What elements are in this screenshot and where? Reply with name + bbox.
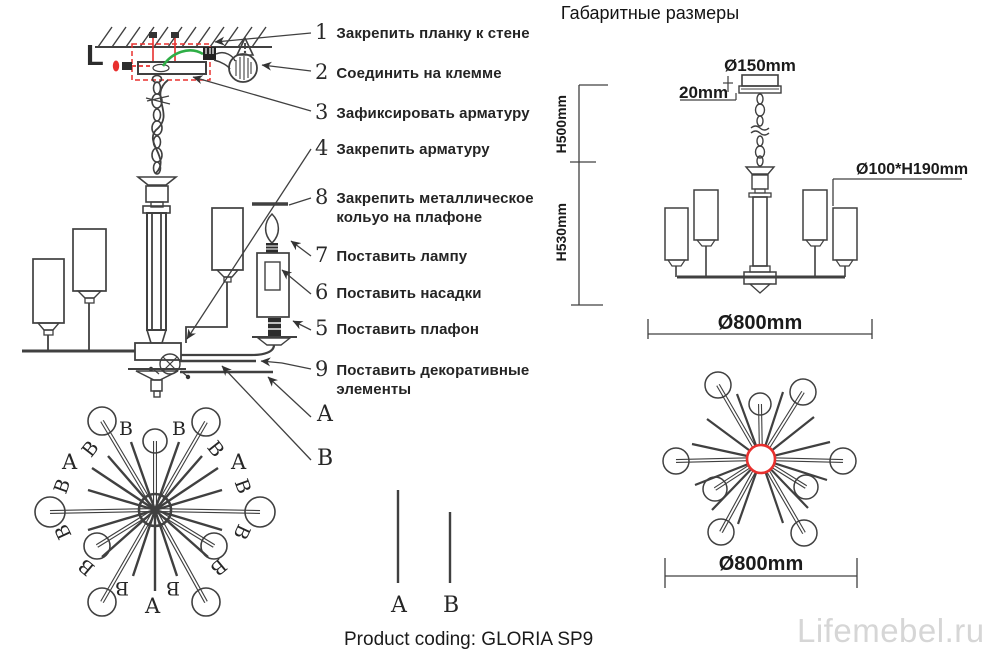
step-8: 8 Закрепить металлическое кольуо на плаф… [315, 187, 554, 228]
dim-fixture-height: H530mm [553, 203, 569, 262]
wiring [161, 36, 258, 83]
dimension-drawing [570, 74, 962, 339]
rod-label: B [115, 577, 129, 599]
step-number: 1 [315, 20, 329, 44]
arm-small [677, 271, 845, 294]
product-coding: Product coding: GLORIA SP9 [344, 629, 594, 650]
step-number: 7 [315, 243, 329, 267]
dim-shade-size: Ø100*H190mm [856, 161, 969, 178]
step-text: Соединить на клемме [336, 65, 502, 82]
topview-dim-line [664, 558, 858, 588]
rod-label: B [172, 418, 186, 440]
step-7: 7 Поставить лампу [315, 245, 467, 267]
topview-labeled [34, 406, 276, 617]
dimension-lines [570, 84, 962, 339]
sleeve [264, 261, 281, 291]
wire-terminal-label: L [86, 40, 104, 72]
chain-small [750, 93, 770, 167]
terminal-block-icon [228, 53, 258, 83]
hub-topview [137, 492, 173, 528]
step-text: Поставить насадки [336, 285, 482, 302]
rod-key-b: B [317, 446, 334, 471]
step-text: Поставить декоративные элементы [336, 362, 530, 398]
step-text: Поставить лампу [336, 248, 468, 265]
step-number: 6 [315, 280, 329, 304]
center-column [135, 176, 179, 344]
warning-triangle-icon [235, 36, 255, 56]
step-text: Закрепить планку к стене [336, 25, 530, 42]
lamp-shade [72, 228, 107, 351]
step-number: 2 [315, 60, 329, 84]
step-number: 8 [315, 185, 329, 209]
candle-bulb-icon [264, 212, 280, 253]
step-text: Закрепить арматуру [336, 141, 490, 158]
dim-diameter-top: Ø800mm [718, 553, 804, 575]
step-text: Зафиксировать арматуру [336, 105, 530, 122]
page-title: Габаритные размеры [560, 3, 740, 23]
dim-diameter-front: Ø800mm [717, 312, 803, 334]
mounting-bracket [131, 32, 211, 81]
exploded-shade [181, 252, 297, 357]
chain [145, 74, 171, 175]
dim-chain-length: H500mm [553, 95, 569, 154]
rod-label: B [119, 418, 133, 440]
step-number: 9 [315, 357, 329, 381]
column-small [744, 166, 776, 273]
rod-key-a: A [317, 402, 333, 427]
step-5: 5 Поставить плафон [315, 318, 479, 340]
rod-label: A [231, 450, 247, 474]
callout-leader-lines [186, 32, 312, 461]
step-number: 5 [315, 316, 329, 340]
step-4: 4 Закрепить арматуру [315, 138, 490, 160]
step-text: Закрепить металлическое кольуо на плафон… [336, 190, 534, 226]
lamp-shade [32, 258, 65, 351]
assembly-diagram [22, 26, 312, 461]
step-3: 3 Зафиксировать арматуру [315, 102, 530, 124]
finial [128, 368, 186, 398]
screw-icon [112, 60, 150, 72]
step-2: 2 Соединить на клемме [315, 62, 502, 84]
rod-comparison [396, 490, 452, 583]
step-1: 1 Закрепить планку к стене [315, 22, 530, 44]
step-9: 9 Поставить декоративные элементы [315, 359, 554, 400]
step-6: 6 Поставить насадки [315, 282, 482, 304]
dim-canopy-height: 20mm [679, 83, 729, 102]
hub-topview-highlight [745, 443, 777, 475]
rod-label: A [62, 450, 78, 474]
step-number: 4 [315, 136, 329, 160]
rod-label: B [166, 577, 180, 599]
topview-dimensioned [662, 371, 858, 588]
rod-label: A [145, 594, 161, 618]
dim-canopy-diameter: Ø150mm [724, 56, 796, 75]
lamp-shade [185, 207, 244, 343]
shades-small [664, 189, 858, 277]
rod-b-label: B [443, 593, 460, 618]
step-text: Поставить плафон [336, 321, 480, 338]
step-number: 3 [315, 100, 329, 124]
watermark: Lifemebel.ru [797, 612, 985, 649]
rod-a-label: A [391, 593, 407, 618]
canopy [680, 74, 782, 101]
